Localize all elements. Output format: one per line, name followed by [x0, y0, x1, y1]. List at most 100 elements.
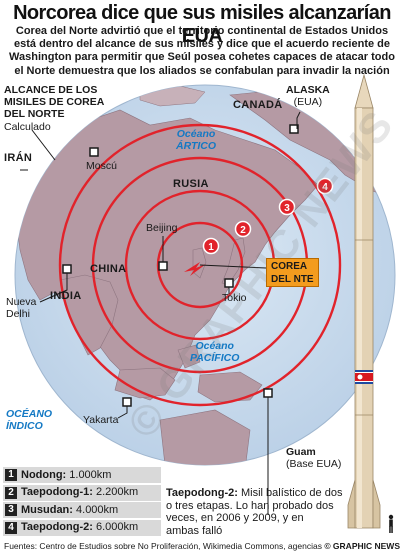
city-marker-moscu — [89, 147, 99, 157]
label-alaska: ALASKA (EUA) — [286, 84, 330, 108]
note-line: veces, en 2006 y 2009, y en — [166, 512, 304, 525]
label-oceano-artico-line: Océano — [176, 128, 216, 140]
legend-text: Nodong: 1.000km — [21, 469, 111, 481]
note-text: Misil balístico de dos — [237, 487, 343, 499]
note-line: o tres etapas. Lo han probado dos — [166, 499, 334, 512]
note-line: ambas falló — [166, 524, 223, 537]
footer-credit: © GRAPHIC NEWS — [324, 541, 400, 551]
label-beijing: Beijing — [146, 222, 178, 234]
label-rusia: RUSIA — [173, 178, 209, 190]
legend-missile-range: 1.000km — [69, 468, 112, 481]
legend-num: 3 — [5, 504, 17, 516]
svg-text:2: 2 — [240, 225, 246, 236]
leader-line-alaska — [296, 111, 301, 129]
label-oceano-indico-line: ÍNDICO — [6, 420, 43, 432]
subtitle-line: Washington para permitir que Seúl posea … — [9, 51, 395, 64]
range-label-line: ALCANCE DE LOS — [4, 84, 98, 96]
label-alaska-line: ALASKA — [286, 84, 330, 96]
footer: Fuentes: Centro de Estudios sobre No Pro… — [4, 541, 402, 551]
subtitle: Corea del Norte advirtió que el territor… — [4, 25, 400, 78]
legend-row: 2 Taepodong-1: 2.200km — [3, 484, 161, 501]
city-marker-tokio — [224, 278, 234, 288]
svg-text:4: 4 — [322, 182, 328, 193]
range-label: ALCANCE DE LOS MISILES DE COREA DEL NORT… — [4, 84, 104, 120]
legend-missile-range: 6.000km — [95, 521, 139, 533]
svg-text:1: 1 — [208, 242, 214, 253]
label-oceano-artico: Océano ÁRTICO — [176, 128, 216, 152]
range-badge-1: 1 — [202, 237, 220, 255]
footer-sources: Fuentes: Centro de Estudios sobre No Pro… — [4, 541, 322, 551]
land-australia — [159, 409, 251, 465]
human-scale-icon — [388, 514, 394, 533]
legend-row: 4 Taepodong-2: 6.000km — [3, 519, 161, 536]
note-title: Taepodong-2: — [166, 487, 238, 499]
land-southeast-asia — [114, 344, 263, 403]
label-moscu: Moscú — [86, 160, 117, 172]
label-alaska-line: (EUA) — [293, 96, 323, 108]
legend-missile-range: 4.000km — [76, 503, 119, 516]
subtitle-line: está dentro del alcance de sus misiles y… — [14, 38, 390, 51]
city-marker-alaska — [289, 124, 299, 134]
label-oceano-pacifico: Océano PACÍFICO — [190, 340, 239, 364]
range-badge-3: 3 — [278, 198, 296, 216]
label-nueva-delhi: Nueva Delhi — [6, 296, 36, 320]
label-iran: IRÁN — [4, 152, 33, 164]
legend-missile-name: Taepodong-1: — [21, 486, 93, 498]
north-korea-callout-line: DEL NTE — [271, 273, 314, 285]
legend-row: 3 Musudan: 4.000km — [3, 502, 161, 518]
north-korea-callout-line: COREA — [271, 261, 308, 272]
label-guam-line: (Base EUA) — [286, 458, 342, 470]
label-canada: CANADÁ — [233, 99, 283, 111]
city-marker-yakarta — [122, 397, 132, 407]
subtitle-line: el Norte demuestra que los aliados se co… — [14, 64, 390, 77]
launch-marker-icon — [184, 262, 206, 276]
legend-missile-name: Musudan: — [21, 503, 73, 516]
label-oceano-pacifico-line: Océano — [195, 340, 234, 352]
range-badge-4: 4 — [316, 177, 334, 195]
city-marker-beijing — [158, 261, 168, 271]
svg-text:3: 3 — [284, 203, 290, 214]
label-india: INDIA — [50, 290, 82, 302]
legend-missile-name: Nodong: — [21, 468, 67, 481]
range-label-line: DEL NORTE — [4, 108, 65, 120]
label-oceano-pacifico-line: PACÍFICO — [190, 352, 240, 364]
label-yakarta: Yakarta — [83, 414, 119, 426]
range-ring-1 — [156, 221, 244, 309]
legend-row: 1 Nodong: 1.000km — [3, 467, 161, 483]
label-guam-line: Guam — [286, 446, 316, 458]
subtitle-line: Corea del Norte advirtió que el territor… — [15, 25, 389, 37]
page-title: Norcorea dice que sus misiles alcanzaría… — [13, 2, 391, 47]
note-line: Taepodong-2: Misil balístico de dos — [166, 487, 344, 500]
label-oceano-indico-line: OCÉANO — [6, 408, 53, 420]
taepodong-note: Taepodong-2: Misil balístico de dos o tr… — [166, 487, 344, 537]
north-korea-callout: COREA DEL NTE — [266, 258, 319, 287]
leader-line-yakarta — [117, 406, 128, 419]
city-marker-nueva-delhi — [62, 264, 72, 274]
range-ring-4 — [58, 123, 342, 407]
missile-legend: 1 Nodong: 1.000km 2 Taepodong-1: 2.200km… — [3, 467, 161, 537]
label-tokio: Tokio — [222, 292, 247, 304]
legend-missile-range: 2.200km — [95, 486, 139, 498]
legend-text: Taepodong-1: 2.200km — [21, 486, 138, 498]
range-badge-2: 2 — [234, 220, 252, 238]
label-nueva-delhi-line: Delhi — [6, 308, 30, 320]
label-nueva-delhi-line: Nueva — [6, 296, 37, 308]
leader-line-range — [31, 129, 56, 161]
range-label-calc: Calculado — [4, 121, 51, 133]
legend-num: 2 — [5, 486, 17, 499]
leader-line-korea — [199, 264, 267, 269]
label-oceano-indico: OCÉANO ÍNDICO — [6, 408, 52, 432]
label-oceano-artico-line: ÁRTICO — [176, 140, 217, 152]
legend-num: 1 — [5, 469, 17, 481]
leader-line-delhi — [39, 273, 68, 303]
taepodong-missile-illustration — [347, 73, 381, 529]
label-guam: Guam (Base EUA) — [286, 446, 341, 470]
range-label-line: MISILES DE COREA — [4, 96, 105, 108]
legend-text: Taepodong-2: 6.000km — [21, 521, 138, 533]
city-marker-guam — [263, 388, 273, 398]
legend-num: 4 — [5, 521, 17, 534]
legend-missile-name: Taepodong-2: — [21, 521, 93, 533]
legend-text: Musudan: 4.000km — [21, 504, 118, 516]
label-china: CHINA — [90, 263, 127, 275]
